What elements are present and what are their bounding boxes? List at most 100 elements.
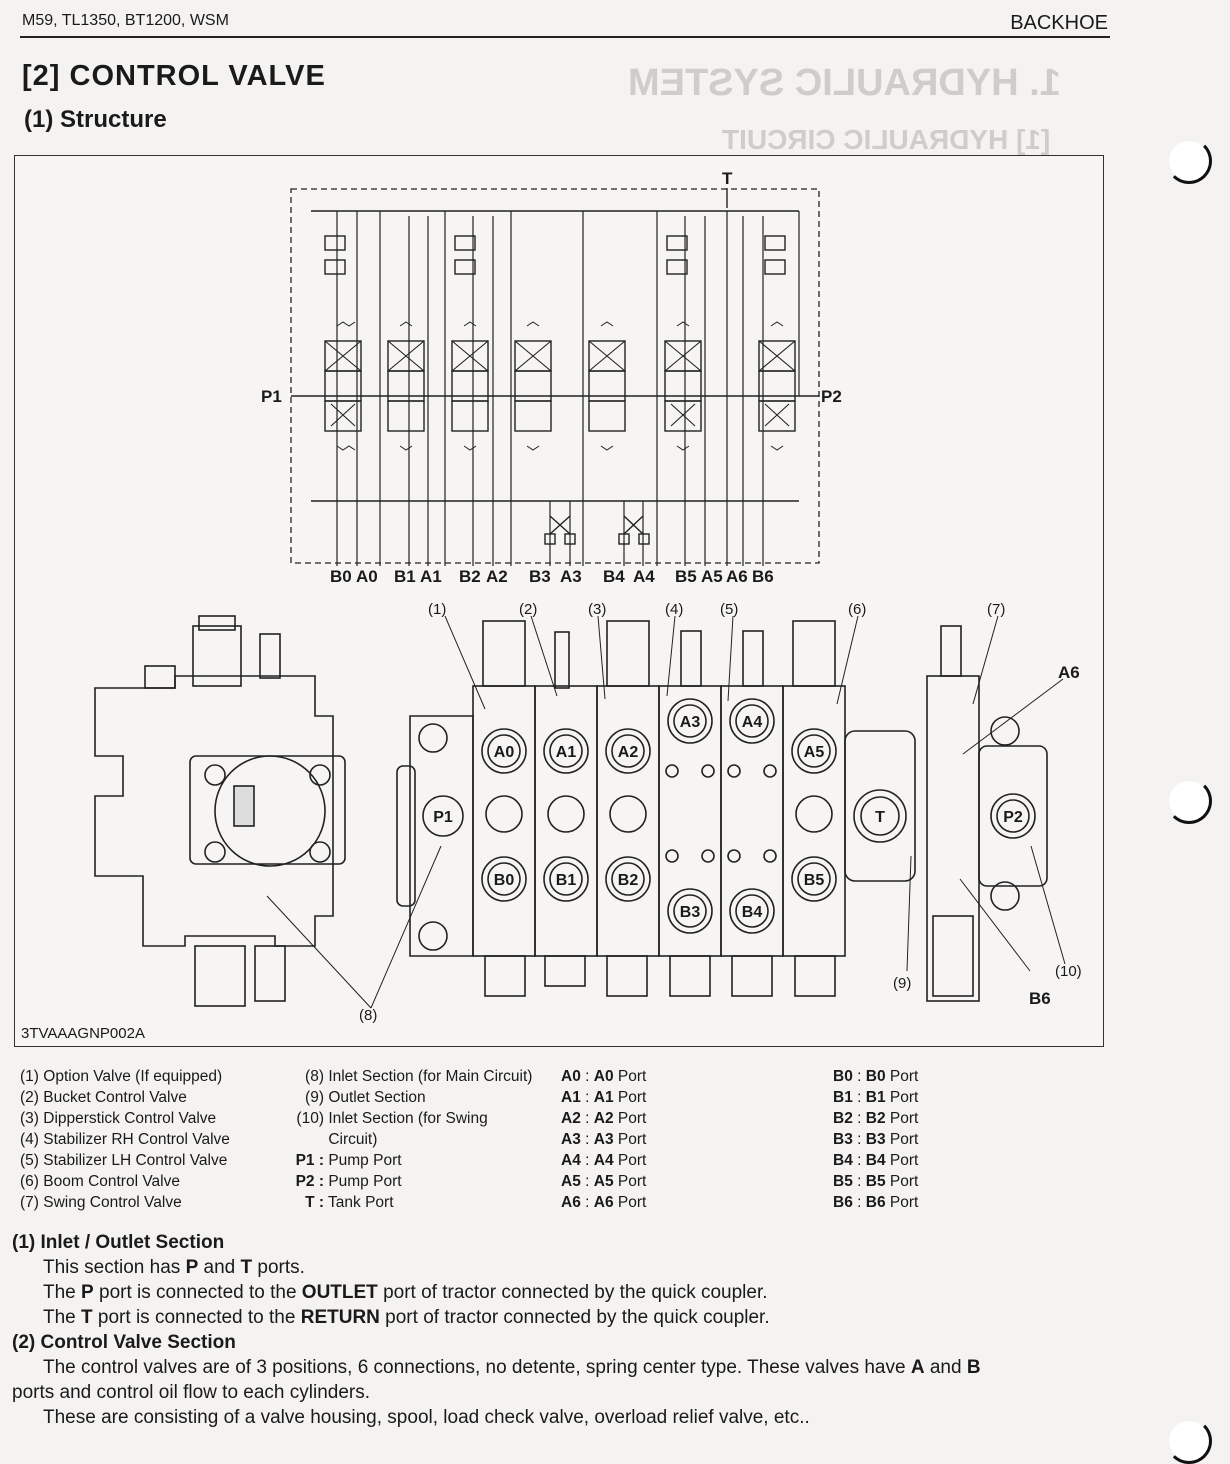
section-label-b3: B3 <box>680 904 701 921</box>
structure-figure: T P1 P2 B0 A0 B1 A1 B2 A2 B3 A3 B4 A4 B5… <box>14 155 1104 1047</box>
callout-3: (3) <box>588 601 606 618</box>
legend-item: B2 : B2 Port <box>833 1110 919 1127</box>
legend-column-4: B0 : B0 Port B1 : B1 Port B2 : B2 Port B… <box>833 1066 918 1213</box>
side-label-a6: A6 <box>1058 663 1080 682</box>
valve-spools <box>324 340 796 432</box>
valve-section-bodies <box>472 685 846 957</box>
tank-label: T <box>722 169 733 188</box>
callout-7: (7) <box>987 601 1005 618</box>
port-label-a3: A3 <box>560 567 582 586</box>
legend-item: P2 : Pump Port <box>295 1173 402 1190</box>
port-label-b2: B2 <box>459 567 481 586</box>
callout-labels: (1) (2) (3) (4) (5) (6) (7) (8) (9) (10) <box>359 601 1082 1024</box>
section-label-a4: A4 <box>742 714 763 731</box>
p1-label: P1 <box>261 387 282 406</box>
section-label-p2: P2 <box>1003 809 1023 826</box>
legend-item: (10) Inlet Section (for Swing <box>296 1110 488 1127</box>
section-label-a0: A0 <box>494 744 515 761</box>
legend-item: (1) Option Valve (If equipped) <box>20 1068 223 1085</box>
section-label-b0: B0 <box>494 872 515 889</box>
legend-column-2: (8) Inlet Section (for Main Circuit) (9)… <box>288 1066 533 1213</box>
callout-4: (4) <box>665 601 683 618</box>
callout-10: (10) <box>1055 963 1082 980</box>
section-label-p1: P1 <box>433 809 453 826</box>
section-label-b4: B4 <box>742 904 763 921</box>
port-label-b3: B3 <box>529 567 551 586</box>
section-label-b5: B5 <box>804 872 825 889</box>
legend-item: (7) Swing Control Valve <box>20 1194 182 1211</box>
port-circles <box>481 698 837 934</box>
port-label-a5: A5 <box>701 567 723 586</box>
side-label-b6: B6 <box>1029 989 1051 1008</box>
port-label-b1: B1 <box>394 567 416 586</box>
legend-item: (2) Bucket Control Valve <box>20 1089 187 1106</box>
port-label-b0: B0 <box>330 567 352 586</box>
callout-1: (1) <box>428 601 446 618</box>
punch-hole-top <box>1166 138 1212 184</box>
callout-9: (9) <box>893 975 911 992</box>
paragraph-p-port: The P port is connected to the OUTLET po… <box>43 1282 768 1303</box>
heading-inlet-outlet: (1) Inlet / Outlet Section <box>12 1232 225 1253</box>
legend-item: (5) Stabilizer LH Control Valve <box>20 1152 228 1169</box>
legend-item: (8) Inlet Section (for Main Circuit) <box>305 1068 533 1085</box>
paragraph-components: These are consisting of a valve housing,… <box>43 1407 810 1428</box>
header-rule <box>20 36 1110 38</box>
paragraph-t-port: The T port is connected to the RETURN po… <box>43 1307 770 1328</box>
port-label-b5: B5 <box>675 567 697 586</box>
section-label-b2: B2 <box>618 872 639 889</box>
section-label-b1: B1 <box>556 872 577 889</box>
legend-item: B4 : B4 Port <box>833 1152 919 1169</box>
valve-assembly-drawing <box>94 615 1048 1007</box>
port-label-a4: A4 <box>633 567 655 586</box>
side-labels: A6 B6 <box>1029 663 1080 1008</box>
section-port-labels: A0 A1 A2 A3 A4 A5 B0 B1 B2 B3 B4 B5 P1 T… <box>433 714 1023 921</box>
section-label-t: T <box>875 809 885 826</box>
section-label-a3: A3 <box>680 714 701 731</box>
legend-item: (3) Dipperstick Control Valve <box>20 1110 217 1127</box>
bleed-through-subtitle: [1] HYDRAULIC CIRCUIT <box>722 124 1051 155</box>
side-view-body <box>94 675 334 947</box>
legend-item: (9) Outlet Section <box>305 1089 426 1106</box>
legend-item: B5 : B5 Port <box>833 1173 919 1190</box>
control-valve-drawing: T P1 P2 B0 A0 B1 A1 B2 A2 B3 A3 B4 A4 B5… <box>94 169 1082 1024</box>
punch-hole-middle <box>1166 778 1212 824</box>
callout-5: (5) <box>720 601 738 618</box>
legend-item: (4) Stabilizer RH Control Valve <box>20 1131 230 1148</box>
p2-label: P2 <box>821 387 842 406</box>
legend-item: B1 : B1 Port <box>833 1089 919 1106</box>
bleed-through-title: 1. HYDRAULIC SYSTEM <box>628 62 1061 104</box>
header-models: M59, TL1350, BT1200, WSM <box>22 12 229 29</box>
legend-item: A6 : A6 Port <box>561 1194 647 1211</box>
port-label-a0: A0 <box>356 567 378 586</box>
callout-6: (6) <box>848 601 866 618</box>
callout-leaders <box>266 615 1066 1009</box>
section-label-a2: A2 <box>618 744 639 761</box>
legend-column-3: A0 : A0 Port A1 : A1 Port A2 : A2 Port A… <box>561 1066 646 1213</box>
body-text: (1) Inlet / Outlet Section This section … <box>12 1230 1112 1430</box>
port-label-a2: A2 <box>486 567 508 586</box>
legend-item: A3 : A3 Port <box>561 1131 647 1148</box>
port-label-a6: A6 <box>726 567 748 586</box>
legend-column-1: (1) Option Valve (If equipped) (2) Bucke… <box>20 1066 230 1213</box>
legend-item: (6) Boom Control Valve <box>20 1173 180 1190</box>
schematic-boundary <box>290 188 820 564</box>
legend-item: B3 : B3 Port <box>833 1131 919 1148</box>
legend-item: A4 : A4 Port <box>561 1152 647 1169</box>
port-label-a1: A1 <box>420 567 442 586</box>
relief-valves <box>324 235 786 275</box>
paragraph-valve-type-cont: ports and control oil flow to each cylin… <box>12 1382 371 1403</box>
legend-item: A0 : A0 Port <box>561 1068 647 1085</box>
legend-item: B0 : B0 Port <box>833 1068 919 1085</box>
punch-hole-bottom <box>1166 1418 1212 1464</box>
section-label-a1: A1 <box>556 744 577 761</box>
legend-item: A5 : A5 Port <box>561 1173 647 1190</box>
legend-item: T : Tank Port <box>305 1194 394 1211</box>
paragraph-valve-type: The control valves are of 3 positions, 6… <box>43 1357 981 1378</box>
paragraph-ports: This section has P and T ports. <box>43 1257 305 1278</box>
legend-item: A1 : A1 Port <box>561 1089 647 1106</box>
sub-title: (1) Structure <box>24 106 167 133</box>
legend-item: Circuit) <box>328 1131 378 1148</box>
legend-item: B6 : B6 Port <box>833 1194 919 1211</box>
section-label-a5: A5 <box>804 744 825 761</box>
schematic-labels: T P1 P2 B0 A0 B1 A1 B2 A2 B3 A3 B4 A4 B5… <box>261 169 842 586</box>
